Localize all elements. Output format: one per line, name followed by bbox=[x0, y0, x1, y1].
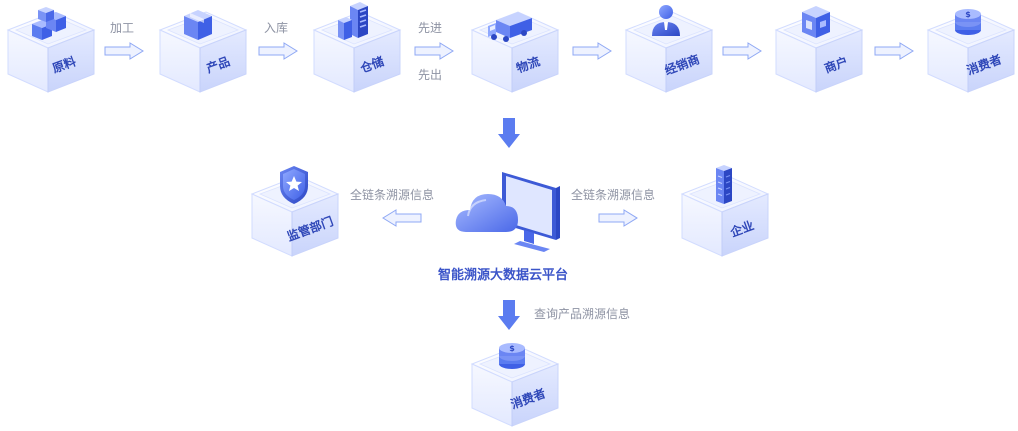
node-enterprise: 企业 bbox=[676, 164, 772, 260]
flow-arrow-left bbox=[382, 209, 422, 227]
flow-arrow-down bbox=[498, 300, 520, 330]
shield-star-icon bbox=[280, 166, 308, 204]
building-icon bbox=[716, 165, 732, 204]
edge-label-storage: 入库 bbox=[264, 21, 289, 35]
platform-label: 智能溯源大数据云平台 bbox=[438, 268, 569, 283]
node-regulator: 监管部门 bbox=[246, 164, 342, 260]
svg-text:$: $ bbox=[509, 344, 515, 353]
flow-arrow-down bbox=[498, 118, 520, 148]
svg-text:$: $ bbox=[965, 10, 971, 19]
flow-arrow-right bbox=[414, 42, 454, 60]
warehouse-icon bbox=[338, 2, 368, 40]
cubes-icon bbox=[32, 7, 66, 40]
shop-icon bbox=[802, 6, 830, 38]
node-raw-material: 原料 bbox=[2, 0, 98, 96]
node-consumer-top: $ 消费者 bbox=[922, 0, 1018, 96]
coin-icon: $ bbox=[499, 343, 525, 369]
edge-label-process: 加工 bbox=[110, 21, 135, 35]
flow-arrow-right bbox=[258, 42, 298, 60]
cloud-monitor-icon bbox=[455, 172, 560, 252]
flow-arrow-right bbox=[572, 42, 612, 60]
edge-label-fifo-second: 先出 bbox=[418, 68, 443, 82]
flow-arrow-right bbox=[598, 209, 638, 227]
edge-label-fifo-first: 先进 bbox=[418, 21, 443, 35]
coin-icon: $ bbox=[955, 9, 981, 35]
node-merchant: 商户 bbox=[770, 0, 866, 96]
flow-arrow-right bbox=[104, 42, 144, 60]
node-distributor: 经销商 bbox=[620, 0, 716, 96]
node-warehouse: 仓储 bbox=[308, 0, 404, 96]
box-icon bbox=[184, 10, 212, 40]
flow-arrow-right bbox=[722, 42, 762, 60]
node-product: 产品 bbox=[154, 0, 250, 96]
truck-icon bbox=[488, 12, 532, 42]
platform-graphic bbox=[452, 166, 568, 256]
edge-label-consumer-query: 查询产品溯源信息 bbox=[534, 307, 631, 321]
node-logistics: 物流 bbox=[466, 0, 562, 96]
node-consumer-bottom: $ 消费者 bbox=[466, 334, 562, 430]
edge-label-regulator: 全链条溯源信息 bbox=[350, 188, 435, 202]
edge-label-enterprise: 全链条溯源信息 bbox=[571, 188, 656, 202]
flow-arrow-right bbox=[874, 42, 914, 60]
person-icon bbox=[652, 5, 680, 36]
